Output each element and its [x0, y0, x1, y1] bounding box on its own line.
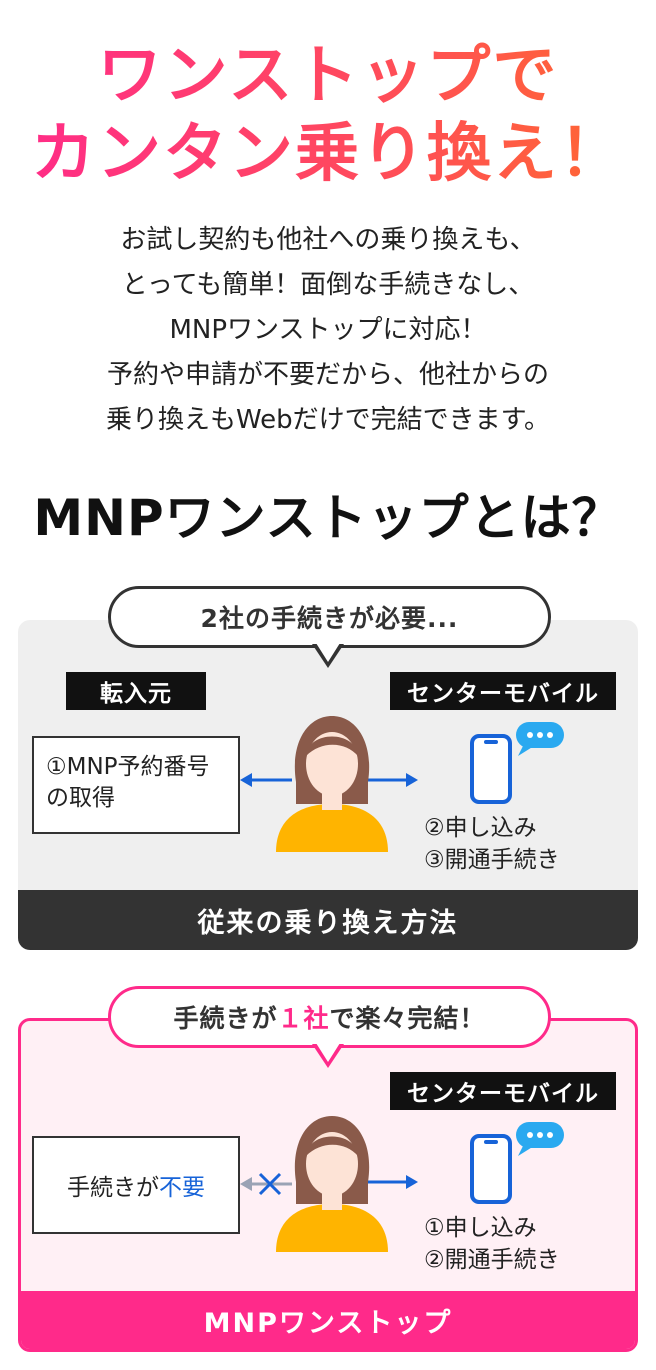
- smartphone-icon: [470, 1122, 564, 1204]
- bubble-accent-text: １社: [277, 1004, 330, 1033]
- speech-tail-inner: [316, 643, 340, 662]
- hero-title-line2: カンタン乗り換え！: [0, 118, 656, 190]
- no-task-accent: 不要: [159, 1175, 205, 1201]
- source-task-line: の取得: [46, 785, 115, 811]
- traditional-speech-bubble: 2社の手続きが必要...: [108, 586, 551, 648]
- arrow-right-icon: [366, 773, 418, 787]
- arrow-right-icon: [366, 1175, 418, 1189]
- no-task-text: 手続きが: [67, 1175, 159, 1201]
- bubble-text: で楽々完結！: [329, 1004, 486, 1033]
- speech-tail-inner: [316, 1043, 340, 1062]
- person-icon: [276, 716, 388, 852]
- blocked-arrow-icon: [240, 1172, 292, 1196]
- center-mobile-label: センターモバイル: [390, 672, 616, 710]
- no-task-box: 手続きが不要: [32, 1136, 240, 1234]
- traditional-steps: ②申し込み ③開通手続き: [424, 812, 560, 876]
- section-title: MNPワンストップとは？: [33, 489, 623, 547]
- step-item: ①申し込み: [424, 1215, 537, 1241]
- step-item: ②申し込み: [424, 815, 537, 841]
- intro-line: 乗り換えもWebだけで完結できます。: [105, 405, 551, 435]
- onestop-speech-bubble: 手続きが １社 で楽々完結！: [108, 986, 551, 1048]
- source-carrier-label: 転入元: [66, 672, 206, 710]
- intro-line: MNPワンストップに対応！: [169, 315, 487, 345]
- arrow-left-icon: [240, 773, 292, 787]
- intro-line: とっても簡単！面倒な手続きなし、: [121, 270, 535, 300]
- intro-text: お試し契約も他社への乗り換えも、 とっても簡単！面倒な手続きなし、 MNPワンス…: [0, 218, 656, 443]
- center-mobile-label: センターモバイル: [390, 1072, 616, 1110]
- onestop-steps: ①申し込み ②開通手続き: [424, 1212, 560, 1276]
- step-item: ③開通手続き: [424, 847, 560, 873]
- smartphone-icon: [470, 722, 564, 804]
- person-icon: [276, 1116, 388, 1252]
- bubble-text: 手続きが: [173, 1004, 278, 1033]
- hero-title-line1: ワンストップで: [0, 40, 656, 112]
- traditional-footer: 従来の乗り換え方法: [18, 890, 638, 950]
- source-task-line: ①MNP予約番号: [46, 754, 210, 780]
- intro-line: お試し契約も他社への乗り換えも、: [120, 225, 536, 255]
- intro-line: 予約や申請が不要だから、他社からの: [106, 360, 549, 390]
- step-item: ②開通手続き: [424, 1247, 560, 1273]
- source-task-box: ①MNP予約番号 の取得: [32, 736, 240, 834]
- onestop-footer: MNPワンストップ: [21, 1291, 635, 1349]
